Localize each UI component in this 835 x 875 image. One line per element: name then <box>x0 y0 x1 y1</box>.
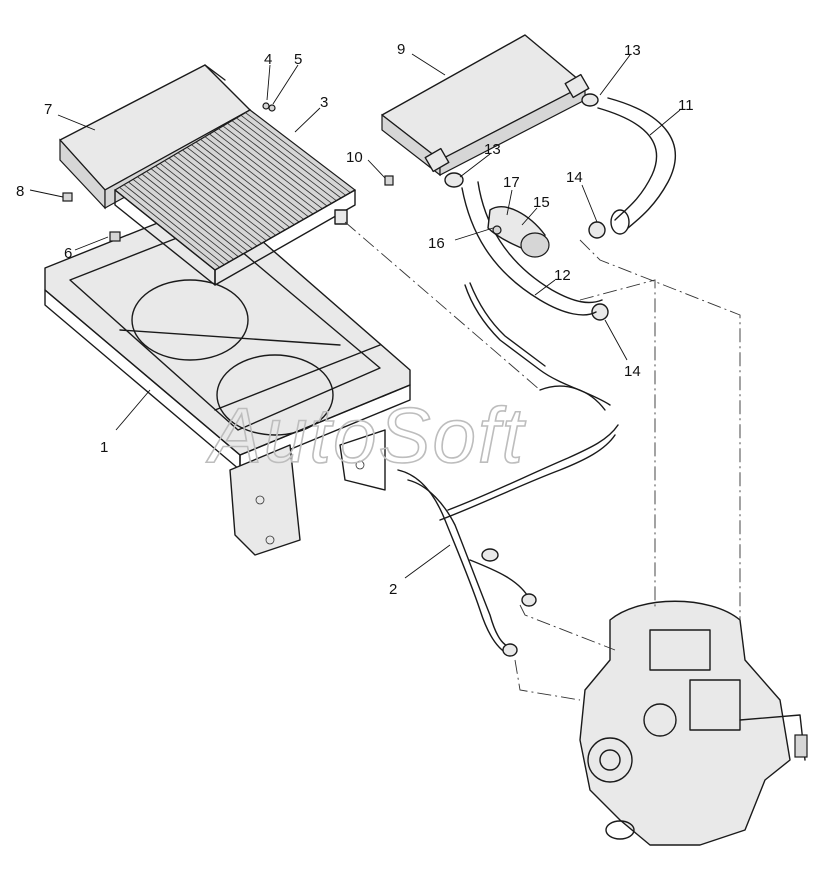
radiator-fin <box>182 149 286 231</box>
radiator-fin <box>150 168 253 249</box>
radiator-fin <box>227 123 332 204</box>
callout-6: 6 <box>64 245 72 262</box>
radiator-fin <box>168 157 272 239</box>
watermark-text: AutoSoft <box>206 391 527 479</box>
radiator-fin <box>209 133 314 215</box>
callout-5: 5 <box>294 51 302 68</box>
callout-9: 9 <box>397 41 405 58</box>
radiator-core <box>113 109 357 286</box>
radiator-fin <box>128 181 230 263</box>
callout-4: 4 <box>264 51 272 68</box>
callout-12: 12 <box>554 267 571 284</box>
radiator-fin <box>245 112 351 193</box>
hose-11 <box>597 97 676 235</box>
coolant-pipes <box>397 282 619 657</box>
callout-17: 17 <box>503 174 520 191</box>
radiator-fin <box>141 173 244 255</box>
connection-lines <box>344 221 741 701</box>
radiator-fin <box>173 155 276 236</box>
radiator-fin <box>164 160 267 241</box>
callout-13-top: 13 <box>624 42 641 59</box>
engine-assembly <box>579 600 808 846</box>
radiator-fin <box>218 128 323 209</box>
callout-3: 3 <box>320 94 328 111</box>
radiator-fin <box>191 144 295 225</box>
callout-7: 7 <box>44 101 52 118</box>
radiator-fin <box>137 176 239 257</box>
radiator-fin <box>146 171 248 252</box>
callout-14-top: 14 <box>566 169 583 186</box>
callout-10: 10 <box>346 149 363 166</box>
hose-clamps <box>444 93 609 321</box>
callout-13-mid: 13 <box>484 141 501 158</box>
callout-15: 15 <box>533 194 550 211</box>
callout-2: 2 <box>389 581 397 598</box>
radiator-fin <box>204 136 309 217</box>
radiator-fin <box>195 141 300 223</box>
radiator-frame <box>44 199 411 556</box>
radiator-fin <box>132 179 234 260</box>
callout-11: 11 <box>678 97 694 114</box>
radiator-fin <box>222 125 328 207</box>
callout-1: 1 <box>100 439 108 456</box>
radiator-fin <box>159 163 262 244</box>
radiator-fin <box>155 165 258 247</box>
radiator-fin <box>200 139 304 220</box>
callout-8: 8 <box>16 183 24 200</box>
callout-16: 16 <box>428 235 445 252</box>
radiator-fin <box>186 147 290 228</box>
radiator-fin <box>213 131 318 212</box>
hose-12 <box>461 181 603 316</box>
callout-labels: 1 2 3 4 5 6 7 8 9 10 11 12 13 13 14 14 1… <box>16 41 694 598</box>
radiator-fin <box>231 120 337 201</box>
callout-leaders <box>29 53 681 579</box>
fasteners <box>62 102 394 242</box>
radiator-fin <box>123 184 225 265</box>
radiator-fin <box>236 117 342 199</box>
radiator-fin <box>119 187 220 268</box>
air-intake-elbow <box>487 206 550 258</box>
radiator-fin <box>240 115 346 196</box>
callout-14-bottom: 14 <box>624 363 641 380</box>
radiator-fin <box>177 152 281 233</box>
